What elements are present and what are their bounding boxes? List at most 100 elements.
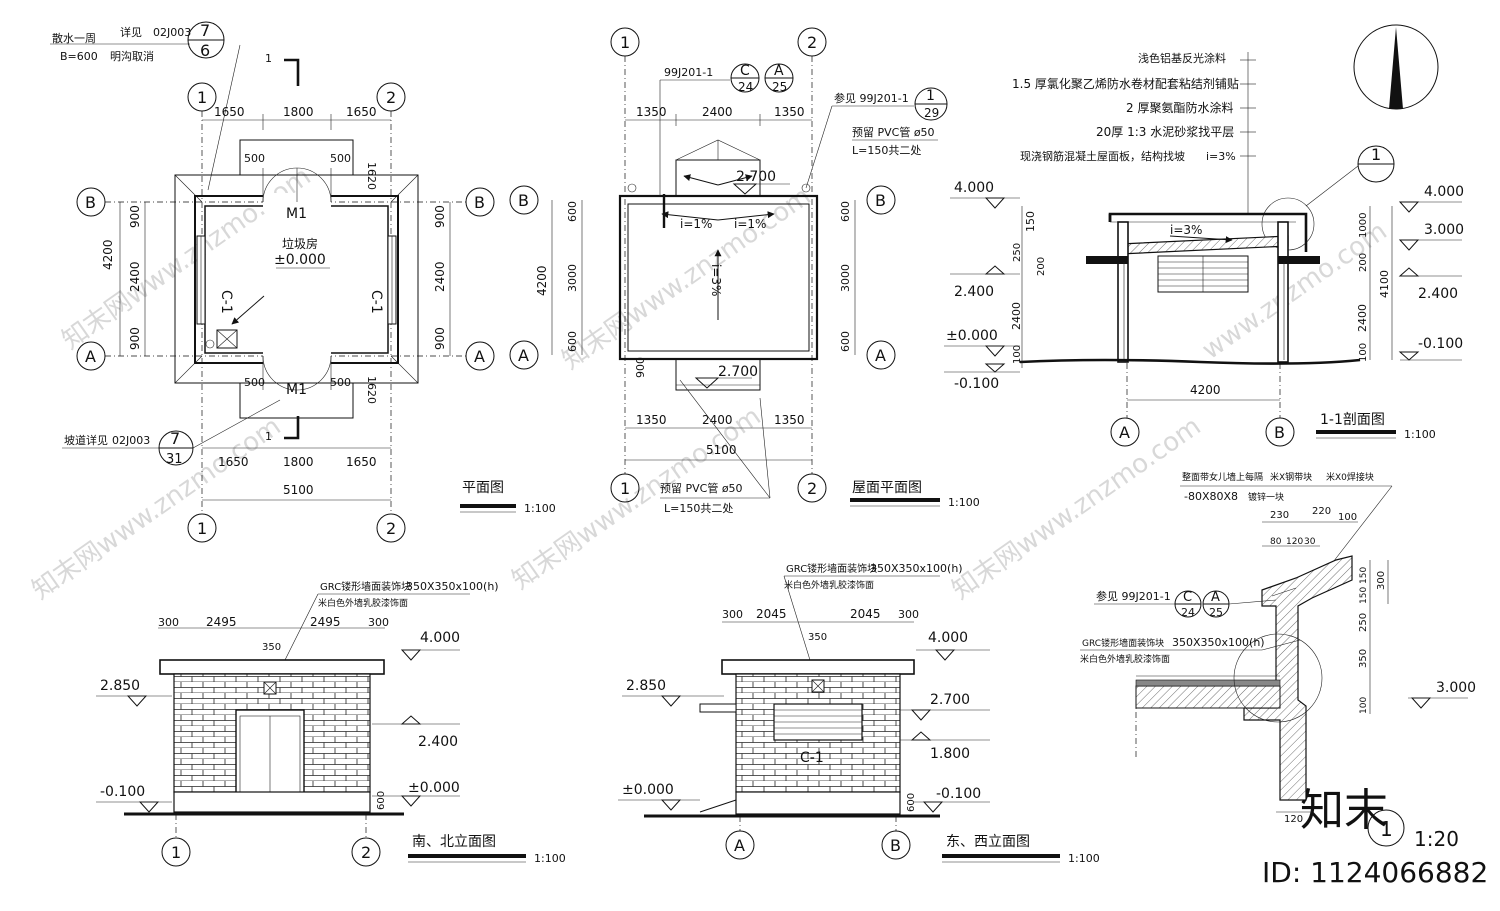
dim-text: 600 xyxy=(906,793,917,812)
dim-text: 100 xyxy=(1358,343,1369,362)
dim-text: 2400 xyxy=(433,261,447,292)
plan-note-apron: 散水一周 xyxy=(52,31,96,45)
louvre-window xyxy=(1157,255,1249,293)
level-text: 3.000 xyxy=(1424,222,1464,238)
room-name: 垃圾房 xyxy=(282,236,318,251)
detail-steel: -80X80X8 xyxy=(1184,490,1238,503)
grid-label: A xyxy=(875,346,886,365)
dim-text: 900 xyxy=(634,357,647,378)
dim-text: 1650 xyxy=(346,455,377,469)
dim-text: 150 xyxy=(1024,211,1037,232)
level-text: -0.100 xyxy=(954,376,999,392)
callout-letter: C xyxy=(740,63,750,79)
watermark-brand: 知末 xyxy=(1300,785,1388,836)
dim-text: 250 xyxy=(1358,613,1369,632)
roof-layer: 1.5 厚氯化聚乙烯防水卷材配套粘结剂铺贴 xyxy=(1012,76,1239,91)
dim-text: 200 xyxy=(1358,253,1369,272)
roof-title: 屋面平面图 xyxy=(852,480,922,496)
dim-text: 350 xyxy=(808,632,827,643)
ramp-ref: 02J003 xyxy=(112,434,150,447)
grid-label: A xyxy=(474,347,485,366)
callout-sheet: 29 xyxy=(924,106,939,120)
callout-number: 24 xyxy=(1181,606,1195,619)
grid-label: 2 xyxy=(807,479,817,498)
dim-text: 300 xyxy=(158,616,179,629)
slope-label: i=1% xyxy=(680,217,712,231)
plan-note-width: B=600 xyxy=(60,50,98,63)
dim-text: 1350 xyxy=(636,105,667,119)
watermark-tile: 知末网www.znzmo.com xyxy=(507,401,767,595)
dim-text: 350 xyxy=(262,642,281,653)
level-text: 2.850 xyxy=(100,678,140,694)
dim-text: 1620 xyxy=(365,376,378,404)
dim-text: 500 xyxy=(244,152,265,165)
callout-letter: C xyxy=(1183,590,1192,605)
dim-text: 2045 xyxy=(850,607,881,621)
plan-note-detail: 详见 xyxy=(120,25,142,39)
grid-label: B xyxy=(875,191,886,210)
dim-text: 900 xyxy=(433,205,447,228)
dim-text: 900 xyxy=(433,327,447,350)
dim-text: 30 xyxy=(1304,537,1316,547)
dim-text: 500 xyxy=(330,152,351,165)
dim-text: 900 xyxy=(128,205,142,228)
dim-text: 150 xyxy=(1359,587,1369,604)
grid-label: 1 xyxy=(171,843,181,862)
grid-label: 1 xyxy=(620,479,630,498)
grid-label: B xyxy=(85,193,96,212)
grid-label: A xyxy=(1119,423,1130,442)
dim-text: 4200 xyxy=(1190,383,1221,397)
level-text: 3.000 xyxy=(1436,680,1476,696)
grid-label: 2 xyxy=(361,843,371,862)
grid-label: 1 xyxy=(620,33,630,52)
dim-text: 600 xyxy=(839,331,852,352)
dim-text: 1650 xyxy=(346,105,377,119)
watermark-tile: 知末网www.znzmo.com xyxy=(947,411,1207,605)
grid-label: B xyxy=(518,191,529,210)
south-elev-title: 南、北立面图 xyxy=(412,834,496,850)
roof-layer: 2 厚聚氨酯防水涂料 xyxy=(1126,100,1233,115)
parapet-detail: 整面带女儿墙上每隔 米X钢带块 米X0焊接块 -80X80X8 镀锌一块 230… xyxy=(1080,471,1476,851)
dim-text: 300 xyxy=(722,608,743,621)
detail-note: 米X0焊接块 xyxy=(1326,471,1374,483)
grid-label: 2 xyxy=(386,88,396,107)
dim-text: 120 xyxy=(1284,814,1303,825)
dim-text: 1350 xyxy=(636,413,667,427)
grid-label: A xyxy=(518,346,529,365)
pipe-note: 预留 PVC管 ø50 xyxy=(660,481,743,495)
roof-ref: 参见 99J201-1 xyxy=(834,91,909,105)
dim-text: 2495 xyxy=(310,615,341,629)
watermark-tile: 知末网www.znzmo.com xyxy=(557,181,817,375)
dim-text: 300 xyxy=(898,608,919,621)
roof-scale: 1:100 xyxy=(948,496,980,509)
dim-text: 250 xyxy=(1012,243,1023,262)
slope-label: i=1% xyxy=(734,217,766,231)
grc-size: 350X350x100(h) xyxy=(1172,636,1265,649)
callout-letter: A xyxy=(1211,590,1220,605)
dim-text: 900 xyxy=(128,327,142,350)
pipe-length: L=150共二处 xyxy=(664,502,733,515)
paint-note: 米白色外墙乳胶漆饰面 xyxy=(1080,653,1170,665)
floor-plan: 散水一周 详见 02J003 B=600 明沟取消 7 6 1 1 1 2 1 … xyxy=(50,21,556,543)
apron-outline xyxy=(174,174,419,384)
section-1-1: 浅色铝基反光涂料 1.5 厚氯化聚乙烯防水卷材配套粘结剂铺贴 2 厚聚氨酯防水涂… xyxy=(944,51,1464,447)
callout-number: 1 xyxy=(1371,145,1381,164)
grid-label: 2 xyxy=(386,519,396,538)
level-text: -0.100 xyxy=(100,784,145,800)
dim-text: 5100 xyxy=(706,443,737,457)
callout-number: 1 xyxy=(926,88,935,104)
dim-text: 1650 xyxy=(218,455,249,469)
grid-bubble-b xyxy=(509,185,539,215)
section-title: 1-1剖面图 xyxy=(1320,412,1385,428)
east-elev-title: 东、西立面图 xyxy=(946,834,1030,850)
dim-text: 300 xyxy=(1376,571,1387,590)
grid-label: B xyxy=(890,836,901,855)
room-level: ±0.000 xyxy=(274,252,326,268)
south-elev-scale: 1:100 xyxy=(534,852,566,865)
level-text: 2.400 xyxy=(1418,286,1458,302)
grid-label: 2 xyxy=(807,33,817,52)
level-text: 2.400 xyxy=(418,734,458,750)
callout-number: 1 xyxy=(1380,817,1393,841)
level-text: ±0.000 xyxy=(622,782,674,798)
